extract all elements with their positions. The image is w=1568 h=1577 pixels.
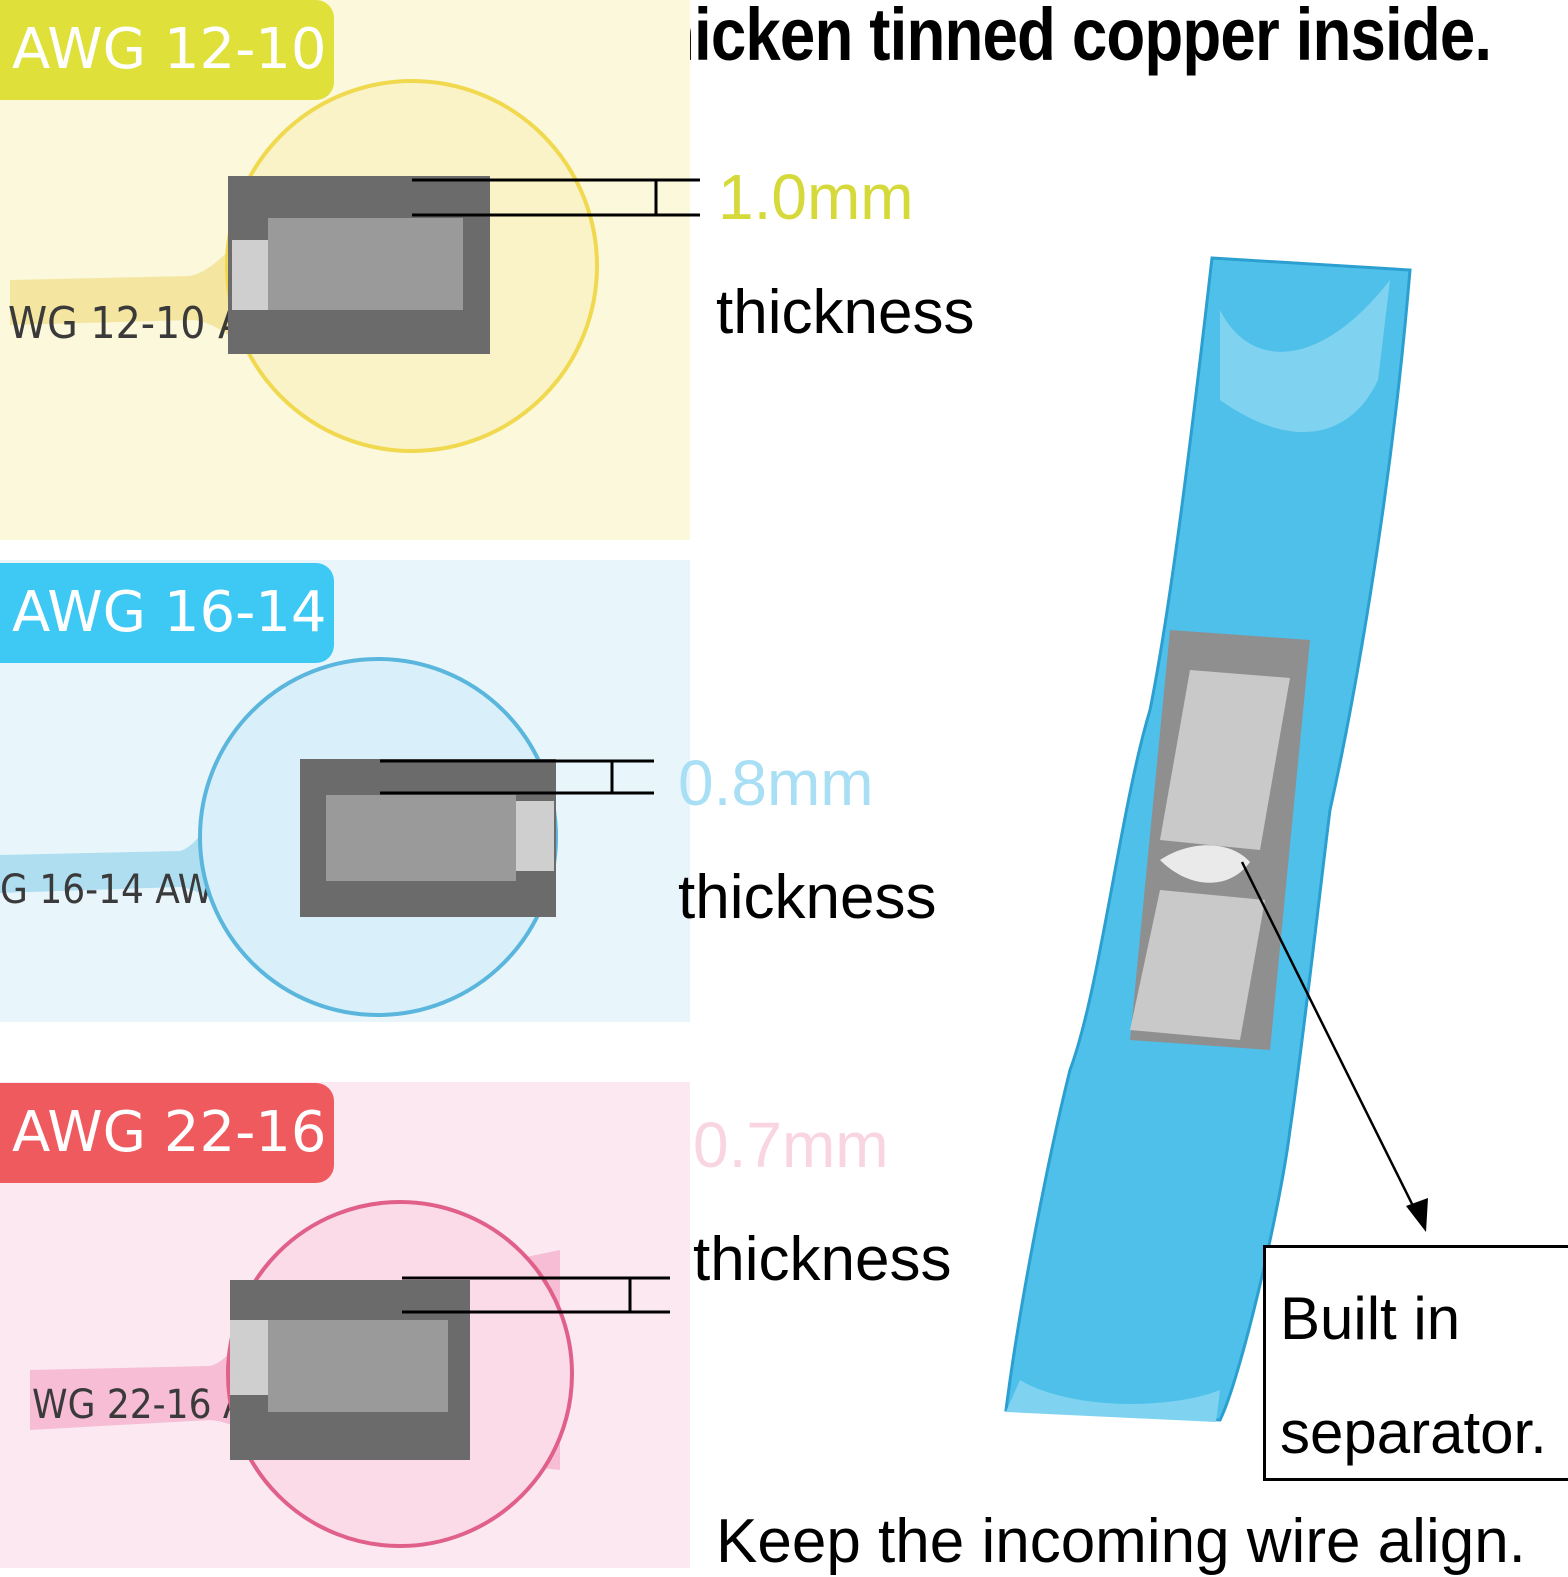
thickness-label-22-16: thickness <box>693 1225 952 1294</box>
separator-callout-box: Built in separator. <box>1263 1245 1568 1481</box>
terminal-zoom-12-10: WG 12-10 AW <box>8 79 700 453</box>
terminal-zoom-16-14: G 16-14 AW <box>0 657 654 1017</box>
callout-line-2: separator. <box>1280 1399 1547 1466</box>
callout-line-1: Built in <box>1280 1285 1461 1352</box>
thickness-value-16-14: 0.8mm <box>678 747 874 819</box>
thickness-value-22-16: 0.7mm <box>693 1109 889 1181</box>
page-title: Thicken tinned copper inside. <box>618 0 1492 76</box>
separator-pointer-arrow <box>1240 861 1428 1232</box>
thickness-value-12-10: 1.0mm <box>718 161 914 233</box>
terminal-zoom-22-16: WG 22-16 AWG <box>30 1200 670 1548</box>
badge-awg-22-16: AWG 22-16 <box>0 1083 334 1183</box>
thickness-label-12-10: thickness <box>716 278 975 347</box>
footer-caption: Keep the incoming wire align. <box>716 1507 1526 1576</box>
thickness-label-16-14: thickness <box>678 863 937 932</box>
connector-cutaway-illustration <box>1004 256 1412 1422</box>
sleeve-print-16-14: G 16-14 AW <box>0 867 213 913</box>
badge-awg-12-10: AWG 12-10 <box>0 0 334 100</box>
badge-awg-16-14: AWG 16-14 <box>0 563 334 663</box>
